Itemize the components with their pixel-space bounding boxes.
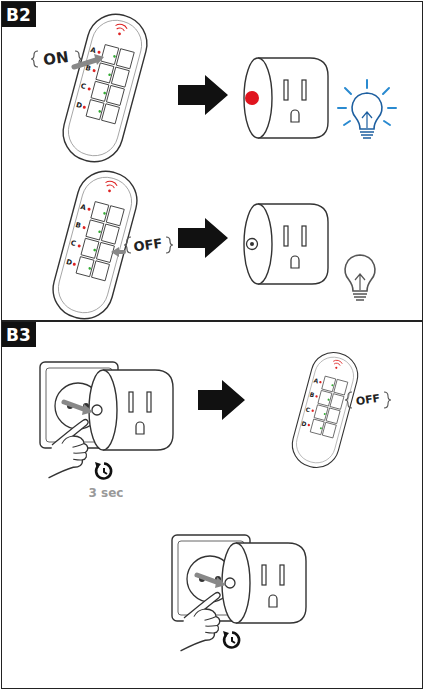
button-letter: D — [65, 259, 72, 267]
button-letter: A — [313, 377, 319, 384]
step-tag: B2 — [2, 2, 36, 27]
panel: B2 — [1, 1, 423, 321]
step-tag: B3 — [2, 322, 36, 347]
off-label: OFF — [133, 237, 163, 254]
button-letter: D — [75, 102, 82, 110]
button-letter: B — [309, 392, 315, 399]
duration-label: 3 sec — [89, 487, 124, 499]
panel: B3 — [1, 321, 423, 689]
on-label: ON — [42, 50, 69, 68]
off-label: OFF — [355, 393, 381, 407]
